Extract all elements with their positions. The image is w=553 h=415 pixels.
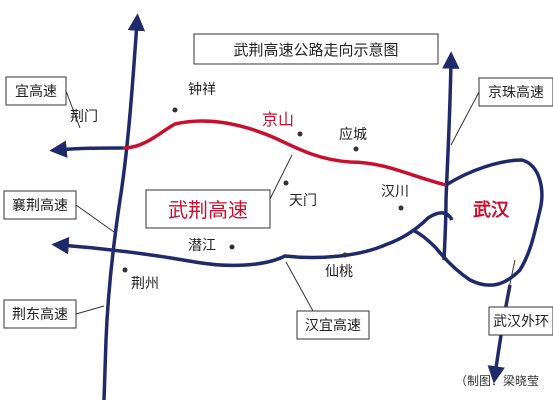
city-label-zhongxiang: 钟祥	[188, 81, 216, 98]
leader-line	[75, 305, 105, 315]
leader-line	[269, 154, 293, 200]
highlight-route-label: 武荆高速	[168, 198, 248, 222]
city-marker	[342, 252, 348, 258]
city-marker	[172, 107, 178, 113]
city-label-jingzhou: 荆州	[131, 276, 159, 292]
road-jingyi-vertical	[102, 13, 146, 401]
label-box-jingdong	[3, 299, 77, 329]
title-box	[193, 33, 439, 65]
label-box-jingzhu	[478, 77, 553, 107]
map-credit: （制图：梁晓莹	[455, 373, 539, 388]
road-hanyi	[51, 211, 454, 268]
road-label-hanyi: 汉宜高速	[305, 317, 361, 334]
label-box-hanyi	[296, 310, 370, 340]
city-marker	[297, 131, 303, 137]
route-wuhan-jingmen	[122, 119, 447, 187]
label-box-wuhan-outer	[488, 306, 553, 336]
road-jingzhu-north	[442, 51, 460, 261]
road-label-jingyi: 宜高速	[15, 83, 57, 100]
city-label-jingmen: 荆门	[70, 109, 98, 125]
city-label-wuhan: 武汉	[473, 200, 510, 221]
city-marker	[353, 146, 359, 152]
city-label-tianmen: 天门	[289, 193, 317, 209]
city-marker	[122, 267, 128, 273]
road-label-wuhan-outer: 武汉外环	[493, 314, 549, 330]
city-marker	[283, 180, 289, 186]
leader-line	[75, 204, 115, 233]
city-label-qianjiang: 潜江	[188, 238, 216, 254]
city-marker	[398, 205, 404, 211]
leader-line	[504, 259, 516, 308]
label-box-jingyi	[5, 76, 67, 106]
city-marker	[229, 244, 235, 250]
road-label-jingdong: 荆东高速	[12, 306, 68, 323]
city-label-yingcheng: 应城	[339, 126, 367, 143]
map-title: 武荆高速公路走向示意图	[233, 41, 398, 59]
city-label-xiantao: 仙桃	[325, 264, 353, 280]
label-box-xiangjing	[3, 190, 77, 220]
label-box-highlight	[145, 189, 271, 229]
city-label-jingshan: 京山	[262, 110, 294, 129]
leader-line	[65, 90, 81, 129]
leader-line	[450, 91, 480, 146]
city-label-hanchuan: 汉川	[381, 184, 409, 200]
road-wuhan-ring	[411, 158, 544, 287]
road-label-jingzhu: 京珠高速	[488, 84, 544, 101]
road-label-xiangjing: 襄荆高速	[12, 197, 68, 214]
leader-line	[285, 261, 314, 312]
road-jingyi-west	[49, 140, 124, 158]
